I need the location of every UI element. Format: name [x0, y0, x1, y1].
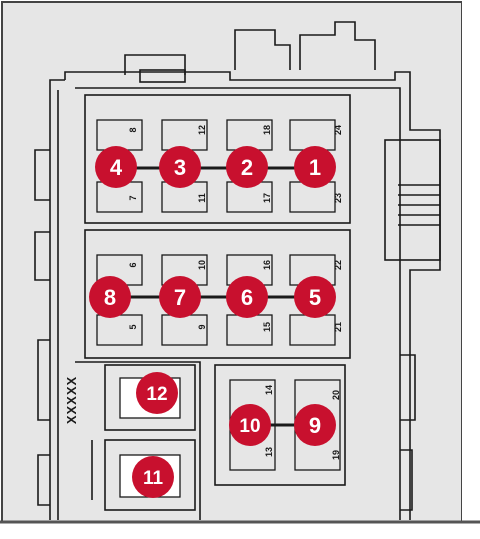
- badge-circle: [294, 146, 336, 188]
- pin-label: 8: [128, 127, 138, 132]
- pin-label: 9: [197, 324, 207, 329]
- fuse-badge-2[interactable]: 2: [226, 146, 268, 188]
- fuse-badge-10[interactable]: 10: [229, 404, 271, 446]
- pin-label: 24: [333, 125, 343, 135]
- fuse-badge-1[interactable]: 1: [294, 146, 336, 188]
- fuse-badge-7[interactable]: 7: [159, 276, 201, 318]
- pin-label: 11: [197, 193, 207, 203]
- pin-label: 23: [333, 193, 343, 203]
- badge-circle: [159, 146, 201, 188]
- housing-marking: XXXXX: [64, 376, 79, 424]
- fuse-badge-6[interactable]: 6: [226, 276, 268, 318]
- badge-number: 6: [241, 285, 253, 310]
- badge-circle: [95, 146, 137, 188]
- pin-label: 21: [333, 322, 343, 332]
- pin-label: 19: [331, 450, 341, 460]
- badge-circle: [226, 276, 268, 318]
- pin-label: 5: [128, 324, 138, 329]
- housing-outline: [34, 21, 441, 520]
- badge-number: 5: [309, 285, 321, 310]
- pin-label: 16: [262, 260, 272, 270]
- fuse-badge-5[interactable]: 5: [294, 276, 336, 318]
- pin-label: 17: [262, 193, 272, 203]
- badge-number: 2: [241, 155, 253, 180]
- badge-number: 10: [239, 416, 260, 437]
- pin-label: 18: [262, 125, 272, 135]
- pin-label: 7: [128, 195, 138, 200]
- fuse-badge-9[interactable]: 9: [294, 404, 336, 446]
- fuse-badges: 1 2 3 4 5 6 7 8: [89, 146, 336, 498]
- badge-circle: [136, 372, 178, 414]
- fuse-badge-8[interactable]: 8: [89, 276, 131, 318]
- badge-circle: [226, 146, 268, 188]
- pin-label: 6: [128, 262, 138, 267]
- badge-circle: [294, 404, 336, 446]
- badge-number: 7: [174, 285, 186, 310]
- pin-labels: 8 12 18 24 7 11 17 23 6 10 16 22 5 9 15 …: [128, 125, 343, 460]
- pin-label: 20: [331, 390, 341, 400]
- badge-number: 8: [104, 285, 116, 310]
- pin-label: 12: [197, 125, 207, 135]
- right-margin: [462, 0, 480, 534]
- badge-circle: [159, 276, 201, 318]
- badge-circle: [229, 404, 271, 446]
- badge-number: 12: [146, 384, 167, 405]
- fuse-badge-3[interactable]: 3: [159, 146, 201, 188]
- pin-label: 15: [262, 322, 272, 332]
- fuse-badge-4[interactable]: 4: [95, 146, 137, 188]
- pin-label: 22: [333, 260, 343, 270]
- fuse-badge-11[interactable]: 11: [132, 456, 174, 498]
- badge-number: 11: [143, 468, 164, 489]
- badge-number: 3: [174, 155, 186, 180]
- badge-number: 1: [309, 155, 321, 180]
- badge-number: 4: [110, 155, 123, 180]
- badge-number: 9: [309, 413, 321, 438]
- badge-circle: [294, 276, 336, 318]
- fuse-badge-12[interactable]: 12: [136, 372, 178, 414]
- badge-circle: [89, 276, 131, 318]
- pin-label: 13: [264, 447, 274, 457]
- pin-label: 10: [197, 260, 207, 270]
- pin-label: 14: [264, 385, 274, 395]
- badge-circle: [132, 456, 174, 498]
